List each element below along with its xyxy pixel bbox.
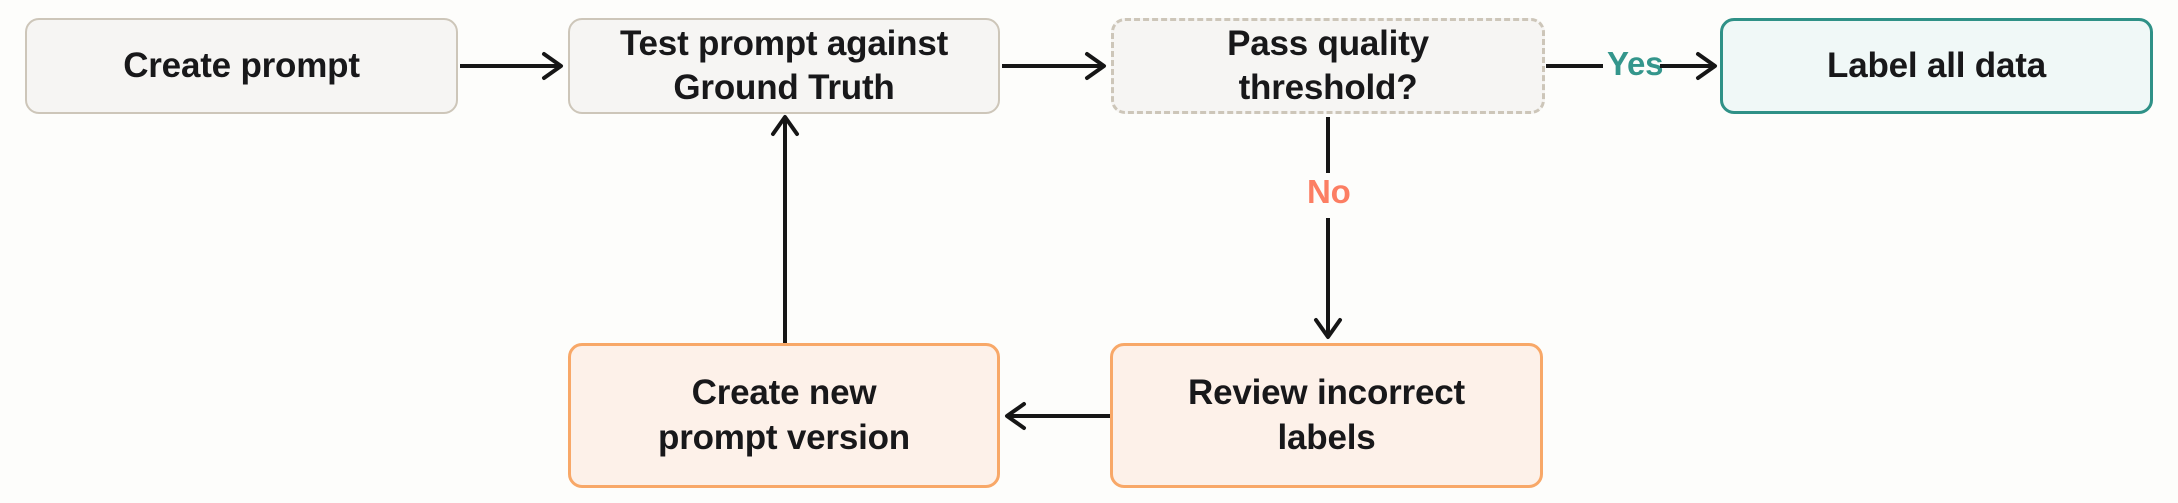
edge-label-no: No [1307,173,1351,210]
node-create-prompt-label: Create prompt [123,45,360,85]
edge-create-new-version-to-test-prompt [771,115,799,343]
node-create-new-prompt-version[interactable]: Create new prompt version [568,343,1000,488]
edge-pass-quality-to-review-incorrect-stub [1326,117,1330,173]
node-pass-quality-threshold[interactable]: Pass quality threshold? [1111,18,1545,114]
node-label-all-data-label: Label all data [1827,45,2046,85]
node-label-all-data[interactable]: Label all data [1720,18,2153,114]
node-review-incorrect-labels-label: Review incorrect labels [1188,373,1465,457]
node-review-incorrect-labels[interactable]: Review incorrect labels [1110,343,1543,488]
node-create-prompt[interactable]: Create prompt [25,18,458,114]
edge-pass-quality-to-review-incorrect-arrow [1314,218,1342,339]
edge-pass-quality-to-label-all-data-arrow [1660,52,1717,80]
node-test-prompt-label: Test prompt against Ground Truth [619,23,949,107]
edge-create-prompt-to-test-prompt [460,52,563,80]
node-test-prompt[interactable]: Test prompt against Ground Truth [568,18,1000,114]
edge-review-incorrect-to-create-new-version [1005,402,1110,430]
edge-label-yes: Yes [1607,45,1664,82]
edge-test-prompt-to-pass-quality [1002,52,1106,80]
node-pass-quality-threshold-label: Pass quality threshold? [1227,23,1429,107]
node-create-new-prompt-version-label: Create new prompt version [658,373,910,457]
edge-pass-quality-to-label-all-data-stub [1546,64,1603,68]
